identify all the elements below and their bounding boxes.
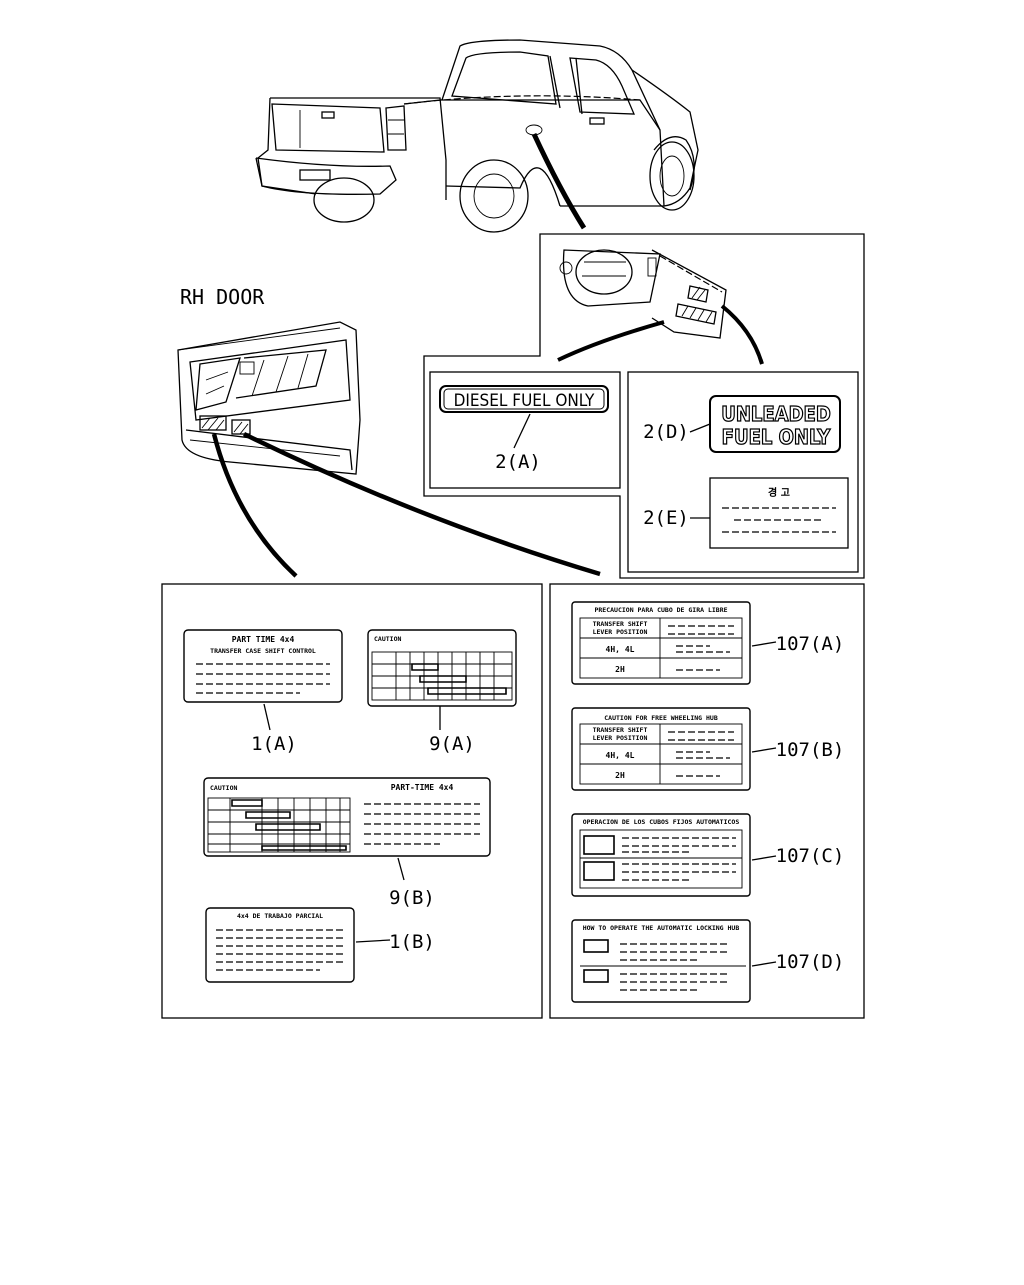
label-107c	[571, 813, 751, 897]
label-107b-row-1: 4H, 4L	[606, 751, 635, 760]
callout-107b: 107(B)	[776, 739, 845, 761]
leader-107c	[751, 855, 777, 861]
diesel-label-text: DIESEL FUEL ONLY	[454, 391, 595, 411]
label-9a	[367, 629, 517, 707]
label-107a-row-2: 2H	[615, 665, 625, 674]
rh-door-title: RH DOOR	[180, 285, 265, 309]
diesel-label-inner	[443, 388, 605, 410]
label-107c-title: OPERACION DE LOS CUBOS FIJOS AUTOMATICOS	[583, 818, 740, 826]
label-1a	[183, 629, 343, 703]
label-9b-title: CAUTION	[210, 784, 237, 792]
leader-9b	[397, 857, 405, 881]
label-9b-right-title: PART-TIME 4x4	[391, 783, 454, 792]
leader-107a	[751, 641, 777, 647]
korean-warning-text-lines	[722, 507, 836, 533]
label-107a-row-1: 4H, 4L	[606, 645, 635, 654]
label-107a	[571, 601, 751, 685]
hub-labels-panel	[549, 583, 865, 1019]
fuel-lid-drawing	[557, 249, 764, 365]
label-107d	[571, 919, 751, 1003]
callout-107a: 107(A)	[776, 633, 845, 655]
label-1b-text-lines	[216, 929, 344, 971]
label-107c-body	[579, 829, 743, 889]
callout-2d: 2(D)	[643, 421, 689, 443]
label-1b-title: 4x4 DE TRABAJO PARCIAL	[237, 912, 323, 920]
fuel-detail-frame	[423, 233, 865, 579]
callout-9b: 9(B)	[389, 887, 435, 909]
callout-1b: 1(B)	[389, 931, 435, 953]
label-1a-title: PART TIME 4x4	[232, 635, 295, 644]
callout-2e: 2(E)	[643, 507, 689, 529]
callout-2a: 2(A)	[495, 451, 541, 473]
label-9a-grid	[371, 651, 513, 701]
label-107d-body	[580, 939, 746, 991]
callout-107c: 107(C)	[776, 845, 845, 867]
leader-107d	[751, 961, 777, 967]
callout-1a: 1(A)	[251, 733, 297, 755]
leader-2d	[689, 423, 711, 433]
label-107a-header-1: TRANSFER SHIFT	[593, 620, 648, 628]
callout-9a: 9(A)	[429, 733, 475, 755]
gasoline-label-panel	[627, 371, 859, 573]
label-107d-title: HOW TO OPERATE THE AUTOMATIC LOCKING HUB	[583, 924, 740, 932]
label-1b	[205, 907, 355, 983]
diesel-label-panel	[429, 371, 621, 489]
label-107b	[571, 707, 751, 791]
leader-1a	[263, 703, 271, 731]
korean-warning-title: 경 고	[768, 486, 790, 499]
rh-door-drawing	[177, 321, 601, 578]
unleaded-text-line2: FUEL ONLY	[722, 425, 832, 449]
label-107a-table	[579, 617, 743, 679]
unleaded-text-line1: UNLEADED	[721, 402, 831, 426]
label-9a-title: CAUTION	[374, 635, 401, 643]
label-107b-header-2: LEVER POSITION	[593, 734, 648, 742]
label-1a-subtitle: TRANSFER CASE SHIFT CONTROL	[210, 647, 316, 655]
korean-warning-label	[709, 477, 849, 549]
leader-2a	[513, 413, 531, 449]
label-9b	[203, 777, 491, 857]
door-labels-panel	[161, 583, 543, 1019]
label-9b-grid	[207, 797, 480, 853]
pickup-truck-drawing	[255, 39, 699, 233]
callout-107d: 107(D)	[776, 951, 845, 973]
leader-1b	[355, 939, 391, 943]
label-107b-row-2: 2H	[615, 771, 625, 780]
label-107a-title: PRECAUCION PARA CUBO DE GIRA LIBRE	[594, 606, 727, 614]
label-107a-header-2: LEVER POSITION	[593, 628, 648, 636]
label-107b-header-1: TRANSFER SHIFT	[593, 726, 648, 734]
label-107b-title: CAUTION FOR FREE WHEELING HUB	[604, 714, 718, 722]
leader-107b	[751, 747, 777, 753]
label-1a-text-lines	[196, 663, 330, 694]
diesel-label-outline	[439, 385, 609, 413]
label-107b-table	[579, 723, 743, 785]
